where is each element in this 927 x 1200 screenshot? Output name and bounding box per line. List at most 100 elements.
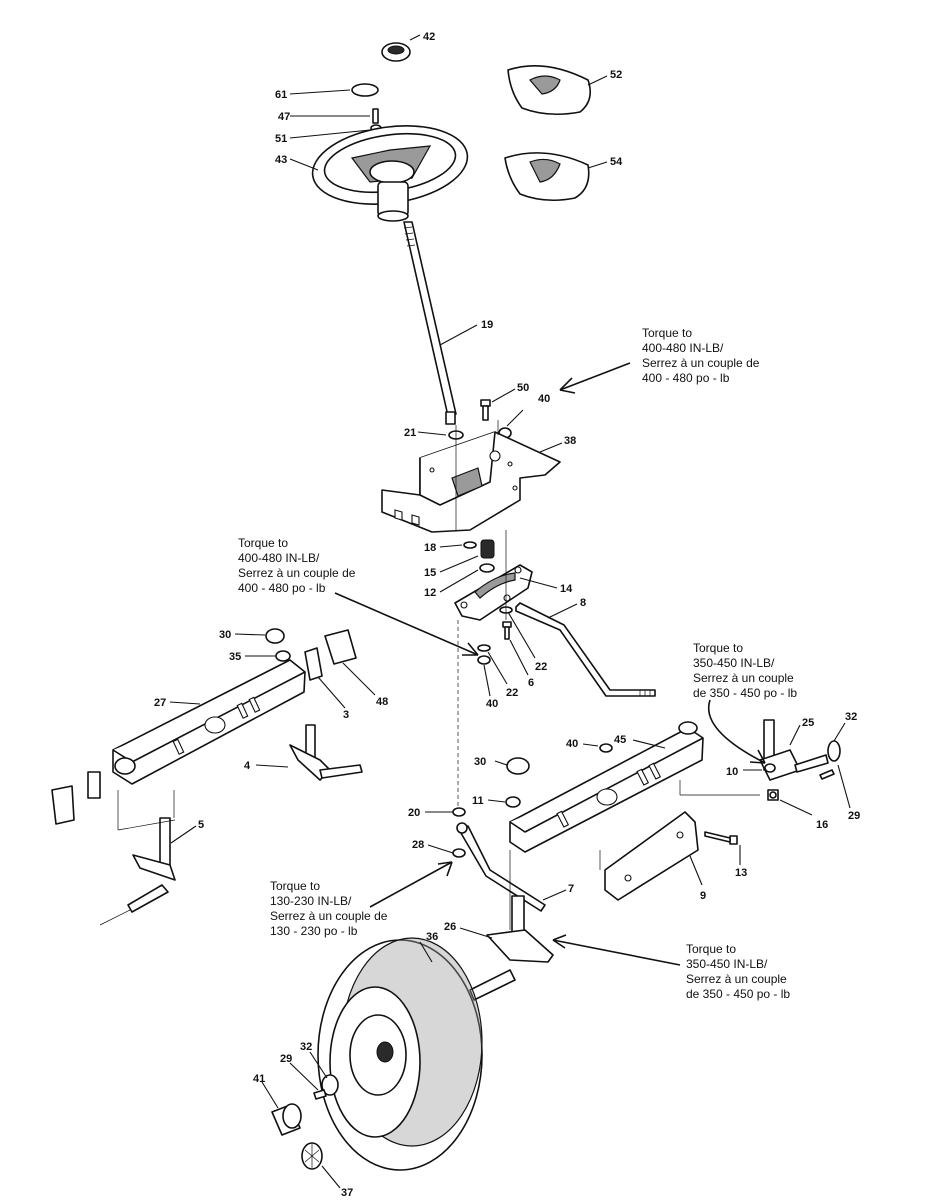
svg-text:Torque to: Torque to	[642, 326, 692, 340]
part-19-steering-shaft	[403, 221, 457, 425]
part-40-nut-right	[599, 743, 613, 753]
callout-61: 61	[275, 89, 287, 101]
part-29-pin-wheel	[313, 1089, 327, 1100]
part-11-bushing	[505, 796, 521, 808]
callout-4: 4	[244, 760, 251, 772]
callout-19: 19	[481, 319, 493, 331]
callout-45: 45	[614, 734, 626, 746]
callout-28: 28	[412, 839, 424, 851]
svg-text:Serrez à un couple de: Serrez à un couple de	[238, 566, 356, 580]
svg-text:Serrez à un couple: Serrez à un couple	[693, 671, 794, 685]
callout-25: 25	[802, 717, 814, 729]
callout-36: 36	[426, 931, 438, 943]
part-30-cap-left	[265, 628, 285, 644]
callout-16: 16	[816, 819, 828, 831]
part-47-screw	[372, 108, 379, 124]
part-26-spindle	[469, 895, 554, 1001]
part-spacer	[87, 771, 101, 799]
part-6-bolt	[502, 621, 512, 640]
callout-32-wheel: 32	[300, 1041, 312, 1053]
callout-38: 38	[564, 435, 576, 447]
torque-note-plate-mount: Torque to 400-480 IN-LB/ Serrez à un cou…	[642, 326, 760, 385]
callout-32-right: 32	[845, 711, 857, 723]
torque-note-sector-gear: Torque to 400-480 IN-LB/ Serrez à un cou…	[238, 536, 356, 595]
callout-14: 14	[560, 583, 573, 595]
part-35-nut	[275, 650, 291, 662]
part-25-spindle-right	[759, 719, 829, 781]
callout-26: 26	[444, 921, 456, 933]
right-axle-group	[505, 719, 841, 901]
part-36-wheel	[317, 937, 483, 1171]
callout-41: 41	[253, 1073, 265, 1085]
callout-9: 9	[700, 890, 706, 902]
part-22-washer-b	[477, 644, 491, 652]
torque-note-right-spindle: Torque to 350-450 IN-LB/ Serrez à un cou…	[693, 641, 797, 700]
part-40-nut-mid	[477, 655, 491, 665]
svg-text:350-450 IN-LB/: 350-450 IN-LB/	[693, 656, 775, 670]
part-37-hub-cap-decor	[301, 1142, 323, 1170]
svg-text:Serrez à un couple de: Serrez à un couple de	[642, 356, 760, 370]
callout-8: 8	[580, 597, 586, 609]
part-12-bushing	[479, 563, 495, 573]
part-4-spindle-right	[289, 724, 363, 781]
svg-text:Torque to: Torque to	[686, 942, 736, 956]
part-16-tie-rod-end	[767, 789, 779, 801]
part-27-front-axle	[112, 659, 306, 785]
svg-text:Serrez à un couple: Serrez à un couple	[686, 972, 787, 986]
svg-text:350-450 IN-LB/: 350-450 IN-LB/	[686, 957, 768, 971]
callout-12: 12	[424, 587, 436, 599]
callout-18: 18	[424, 542, 436, 554]
part-52-hub-cover	[507, 65, 591, 116]
part-13-bolt	[704, 831, 738, 845]
svg-text:Serrez à un couple de: Serrez à un couple de	[270, 909, 388, 923]
front-wheel-group	[271, 807, 554, 1171]
svg-text:Torque to: Torque to	[238, 536, 288, 550]
svg-text:Torque to: Torque to	[693, 641, 743, 655]
svg-text:400-480 IN-LB/: 400-480 IN-LB/	[238, 551, 320, 565]
part-32-washer-wheel	[321, 1074, 339, 1096]
part-18-washer	[463, 541, 477, 549]
part-10-nut	[764, 763, 776, 773]
svg-text:130 - 230 po - lb: 130 - 230 po - lb	[270, 924, 358, 938]
callout-37: 37	[341, 1187, 353, 1199]
callout-29-right: 29	[848, 810, 860, 822]
steering-wheel-group	[311, 42, 591, 425]
callout-30-left: 30	[219, 629, 231, 641]
part-7-tie-rod	[456, 822, 546, 912]
callout-43: 43	[275, 154, 287, 166]
callout-30-right: 30	[474, 756, 486, 768]
callout-40-mid: 40	[486, 698, 498, 710]
part-48-bushing	[324, 629, 357, 665]
callout-7: 7	[568, 883, 574, 895]
svg-text:130-230 IN-LB/: 130-230 IN-LB/	[270, 894, 352, 908]
part-15-pinion-gear	[480, 539, 495, 559]
callout-54: 54	[610, 156, 623, 168]
part-38-steering-plate	[381, 431, 561, 533]
part-32-washer-right	[827, 740, 841, 762]
callout-6: 6	[528, 677, 534, 689]
callout-10: 10	[726, 766, 738, 778]
part-3-bushing	[304, 647, 323, 681]
callout-3: 3	[343, 709, 349, 721]
callout-29-wheel: 29	[280, 1053, 292, 1065]
callout-labels: 42 52 61 47 51 43 54 19 50 40 21 38 18 1…	[154, 31, 860, 1199]
part-41-hub-cap	[271, 1103, 302, 1136]
part-9-bracket	[604, 811, 699, 901]
callout-47: 47	[278, 111, 290, 123]
part-5-spindle-left	[127, 817, 176, 913]
callout-35: 35	[229, 651, 241, 663]
callout-22-right: 22	[535, 661, 547, 673]
callout-48: 48	[376, 696, 388, 708]
assembly-lines	[99, 420, 760, 930]
part-20-nut	[452, 807, 466, 817]
svg-text:400-480 IN-LB/: 400-480 IN-LB/	[642, 341, 724, 355]
callout-27: 27	[154, 697, 166, 709]
callout-40-top: 40	[538, 393, 550, 405]
part-29-pin-right	[819, 769, 835, 780]
part-54-hub-cover	[504, 152, 590, 202]
callout-51: 51	[275, 133, 287, 145]
left-axle-group	[51, 628, 363, 913]
torque-note-left-spindle: Torque to 350-450 IN-LB/ Serrez à un cou…	[686, 942, 790, 1001]
part-50-bolt	[480, 399, 491, 421]
callout-22-left: 22	[506, 687, 518, 699]
